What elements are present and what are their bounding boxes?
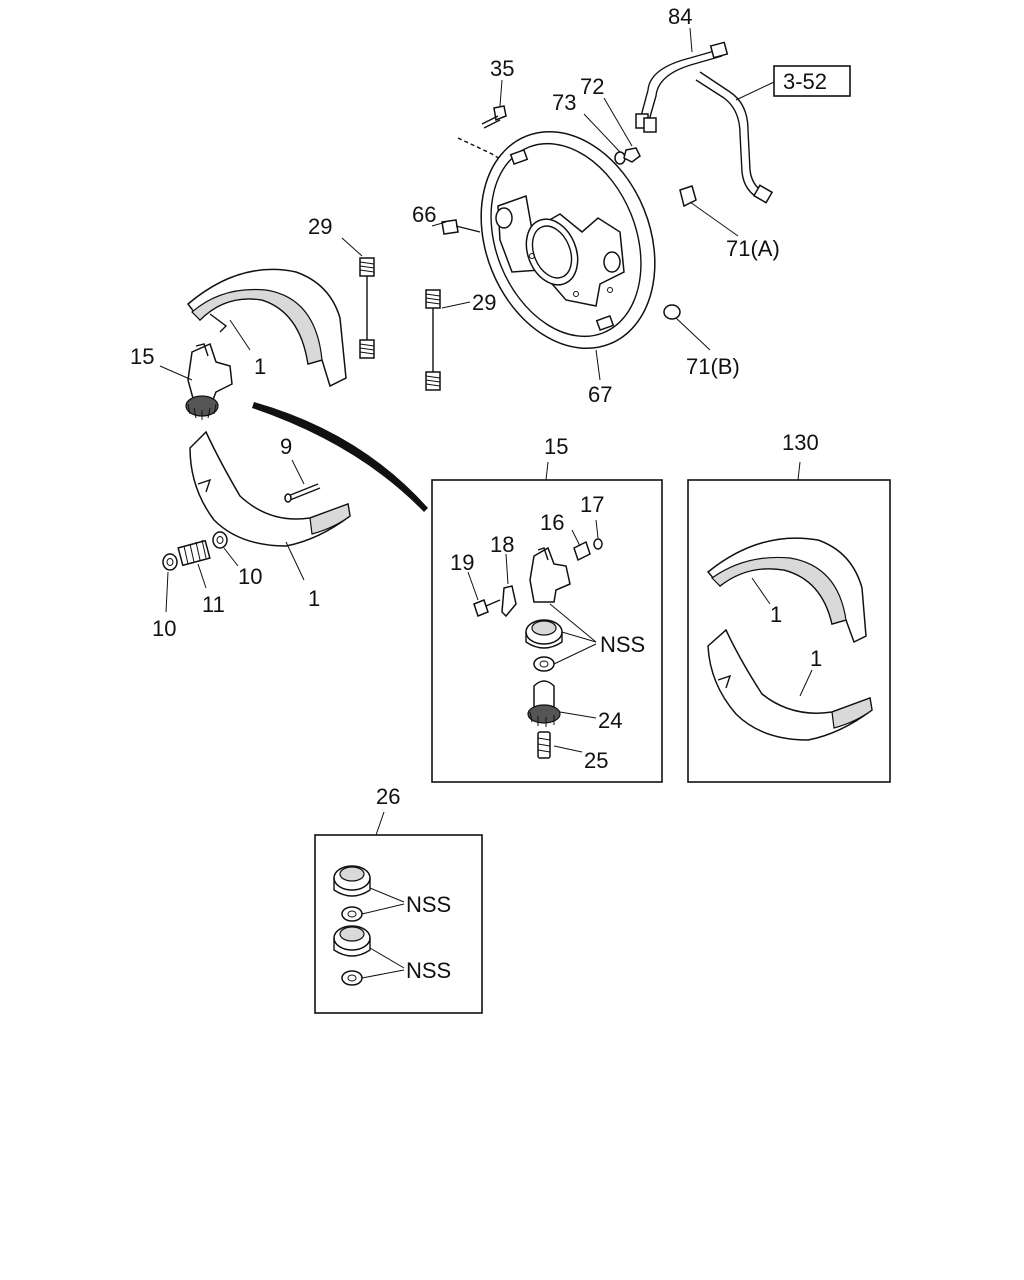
brake-shoe-set-lower [707, 628, 873, 741]
nss-label-15: NSS [600, 632, 645, 657]
piston-cup-26-b [333, 925, 371, 957]
callout-18: 18 [490, 532, 514, 557]
detail-box-130 [687, 479, 891, 783]
adjuster-screw-25 [537, 731, 551, 759]
callout-71a: 71(A) [726, 236, 780, 261]
seal-ring-26-b [341, 970, 363, 986]
callout-84: 84 [668, 4, 692, 29]
callout-15-main: 15 [130, 344, 154, 369]
nut-72 [623, 147, 641, 163]
callout-73: 73 [552, 90, 576, 115]
plug-71a [679, 185, 697, 208]
reference-box-3-52 [773, 65, 851, 97]
brake-pipe-84 [635, 41, 774, 204]
brake-shoe-lower [189, 430, 351, 547]
adjuster-24 [527, 680, 561, 727]
callout-29-left: 29 [308, 214, 332, 239]
callout-67: 67 [588, 382, 612, 407]
callout-1-box-upper: 1 [770, 602, 782, 627]
detail-leader [252, 402, 428, 512]
return-spring-29-left [359, 257, 375, 359]
callout-1-lower: 1 [308, 586, 320, 611]
washer-10-right [212, 531, 228, 549]
piston-cup-26-a [333, 865, 371, 897]
clip-18 [501, 585, 517, 618]
callout-71b: 71(B) [686, 354, 740, 379]
callout-10-right: 10 [238, 564, 262, 589]
spring-11 [177, 539, 211, 567]
piston-cup-nss [525, 619, 563, 649]
callout-19: 19 [450, 550, 474, 575]
brake-shoe-upper [186, 268, 347, 388]
nss-label-26-b: NSS [406, 958, 451, 983]
callout-29-right: 29 [472, 290, 496, 315]
detail-box-15 [431, 479, 663, 783]
callout-130: 130 [782, 430, 819, 455]
pin-9 [284, 483, 321, 503]
callout-26: 26 [376, 784, 400, 809]
callout-11: 11 [202, 592, 225, 617]
callout-17: 17 [580, 492, 604, 517]
callout-15-box: 15 [544, 434, 568, 459]
brake-shoe-set-upper [706, 537, 867, 644]
cylinder-body-detail [529, 546, 571, 603]
callout-72: 72 [580, 74, 604, 99]
callout-24: 24 [598, 708, 622, 733]
return-spring-29-right [425, 289, 441, 391]
callout-35: 35 [490, 56, 514, 81]
callout-66: 66 [412, 202, 436, 227]
callout-1-upper: 1 [254, 354, 266, 379]
callout-9: 9 [280, 434, 292, 459]
bolt-19 [473, 599, 501, 617]
plug-71b [663, 304, 681, 320]
bolt-66 [441, 219, 481, 235]
seal-ring-nss [533, 656, 555, 672]
reference-3-52: 3-52 [783, 69, 827, 94]
bleeder-screw-16 [573, 540, 591, 562]
wheel-cylinder-15 [185, 342, 233, 420]
nss-label-26-a: NSS [406, 892, 451, 917]
seal-ring-26-a [341, 906, 363, 922]
detail-box-26 [314, 834, 483, 1014]
bleeder-cap-17 [593, 538, 603, 550]
callout-16: 16 [540, 510, 564, 535]
washer-10-left [162, 553, 178, 571]
callout-1-box-lower: 1 [810, 646, 822, 671]
callout-25: 25 [584, 748, 608, 773]
backing-plate-67 [480, 130, 656, 350]
callout-10-left: 10 [152, 616, 176, 641]
